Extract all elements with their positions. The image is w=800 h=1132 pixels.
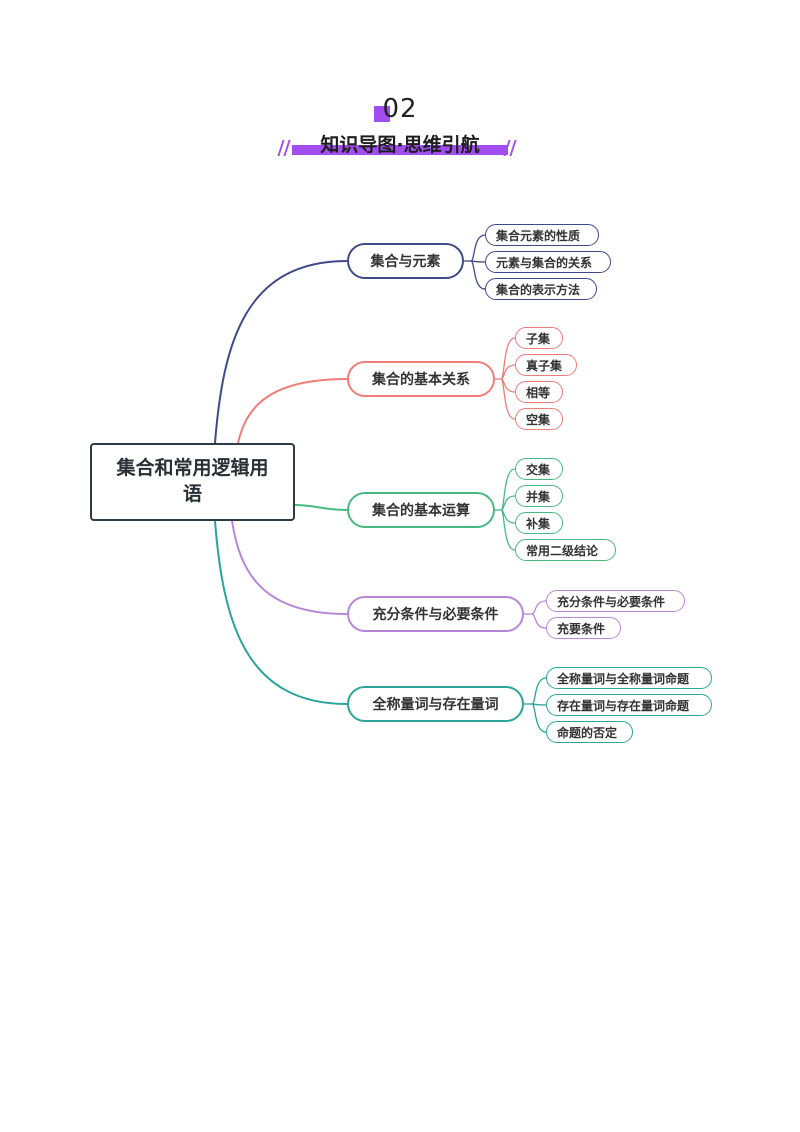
leaf-connector xyxy=(500,337,516,380)
branch-connector xyxy=(237,378,348,444)
leaf-node: 集合的表示方法 xyxy=(485,278,597,300)
mindmap-root: 集合和常用逻辑用语 xyxy=(90,443,295,521)
branch-node: 充分条件与必要条件 xyxy=(347,596,524,632)
branch-connector xyxy=(231,520,348,615)
leaf-node: 补集 xyxy=(515,512,563,534)
leaf-connector xyxy=(500,378,516,420)
leaf-node: 并集 xyxy=(515,485,563,507)
branch-node: 集合的基本关系 xyxy=(347,361,495,397)
leaf-node: 常用二级结论 xyxy=(515,539,616,561)
leaf-connector xyxy=(470,260,486,263)
leaf-connector xyxy=(531,600,547,615)
leaf-connector xyxy=(531,677,547,705)
section-number: 02 xyxy=(360,94,440,128)
branch-connector xyxy=(214,260,348,444)
leaf-connector xyxy=(500,509,516,551)
leaf-node: 充要条件 xyxy=(546,617,621,639)
section-title: 知识导图·思维引航 xyxy=(320,134,480,156)
branch-node: 集合与元素 xyxy=(347,243,464,279)
leaf-node: 元素与集合的关系 xyxy=(485,251,611,273)
leaf-node: 子集 xyxy=(515,327,563,349)
leaf-node: 集合元素的性质 xyxy=(485,224,599,246)
leaf-connector xyxy=(531,613,547,629)
leaf-connector xyxy=(500,468,516,511)
section-title-banner: 知识导图·思维引航 xyxy=(277,128,520,160)
leaf-node: 全称量词与全称量词命题 xyxy=(546,667,712,689)
leaf-connector xyxy=(470,234,486,262)
leaf-node: 真子集 xyxy=(515,354,577,376)
leaf-connector xyxy=(531,703,547,733)
leaf-node: 存在量词与存在量词命题 xyxy=(546,694,712,716)
leaf-connector xyxy=(531,703,547,706)
leaf-connector xyxy=(470,260,486,290)
leaf-node: 相等 xyxy=(515,381,563,403)
leaf-node: 交集 xyxy=(515,458,563,480)
leaf-node: 空集 xyxy=(515,408,563,430)
leaf-node: 充分条件与必要条件 xyxy=(546,590,685,612)
title-highlight xyxy=(292,145,508,155)
branch-connector xyxy=(294,504,348,511)
branch-node: 集合的基本运算 xyxy=(347,492,495,528)
section-number-text: 02 xyxy=(382,94,418,124)
section-number-accent xyxy=(374,106,390,122)
leaf-node: 命题的否定 xyxy=(546,721,633,743)
branch-connector xyxy=(214,520,348,705)
branch-node: 全称量词与存在量词 xyxy=(347,686,524,722)
